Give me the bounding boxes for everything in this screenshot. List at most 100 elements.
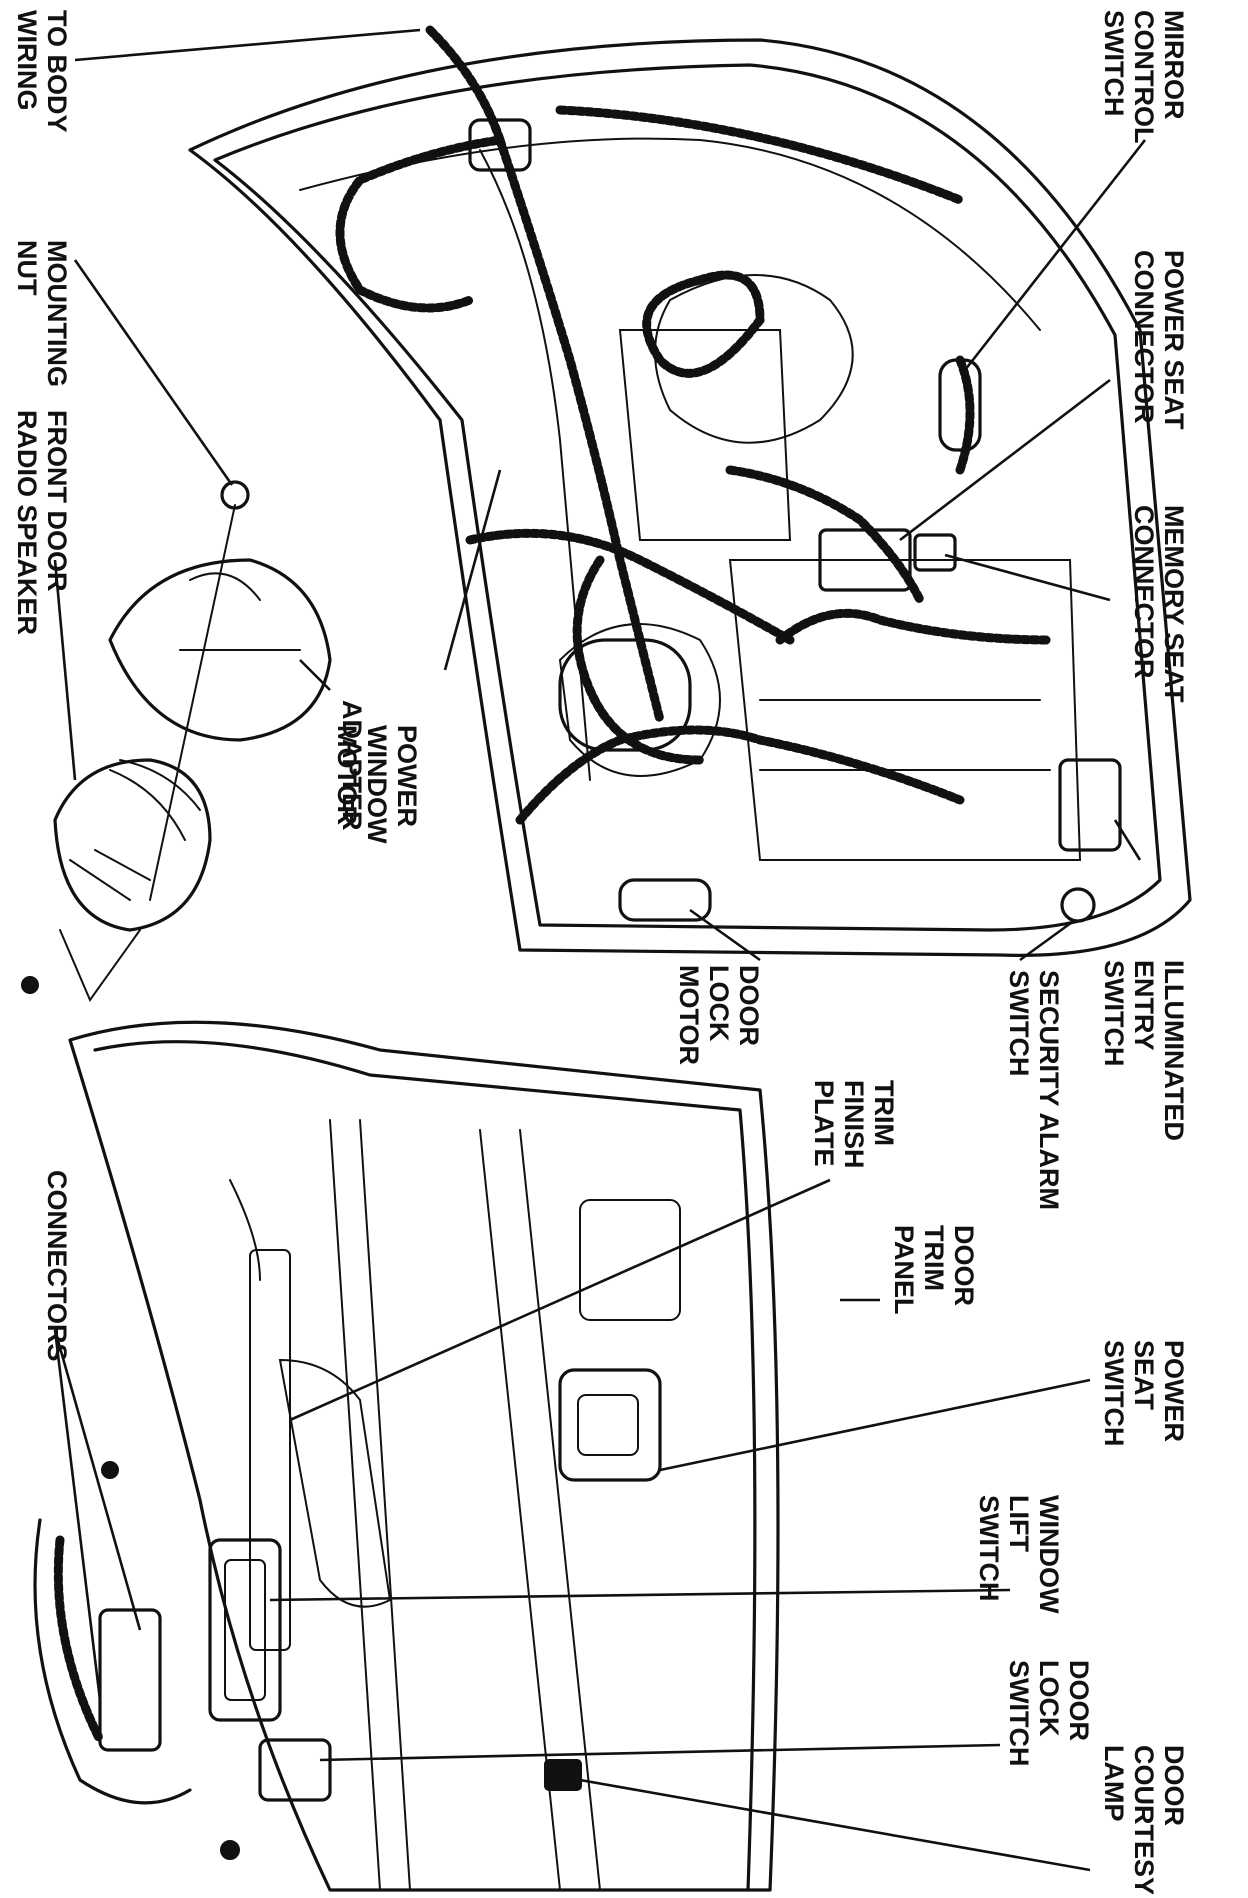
label-power-window-motor: POWER WINDOW MOTOR [332, 725, 422, 844]
svg-text:PANEL: PANEL [889, 1225, 919, 1315]
label-line: POWER [1159, 1340, 1189, 1442]
door-trim-panel-drawing [33, 1020, 780, 1892]
door-lock-switch-bezel [258, 1738, 332, 1802]
security-alarm-switch-body [1060, 887, 1096, 923]
window-lift-switch-bezel [208, 1538, 282, 1722]
label-line: MOUNTING [42, 240, 72, 387]
label-line: ADAPTER [337, 700, 367, 831]
label-memory-seat-connector: MEMORY SEAT CONNECTOR [1129, 505, 1189, 703]
svg-text:FRONT DOOR: FRONT DOOR [42, 410, 72, 592]
svg-text:WINDOW: WINDOW [1034, 1495, 1064, 1614]
svg-text:LIFT: LIFT [1004, 1495, 1034, 1552]
label-line: DOOR [734, 965, 764, 1046]
label-door-lock-motor: DOOR LOCK MOTOR [674, 965, 764, 1065]
svg-text:TO BODY: TO BODY [42, 10, 72, 133]
label-line: WIRING [12, 10, 42, 111]
svg-text:POWER: POWER [392, 725, 422, 827]
svg-text:CONTROL: CONTROL [1129, 10, 1159, 143]
svg-text:LOCK: LOCK [704, 965, 734, 1042]
label-line: SWITCH [1099, 960, 1129, 1066]
svg-text:RADIO SPEAKER: RADIO SPEAKER [12, 410, 42, 635]
svg-text:SWITCH: SWITCH [1099, 1340, 1129, 1446]
label-line: WINDOW [1034, 1495, 1064, 1614]
svg-text:DOOR: DOOR [734, 965, 764, 1046]
door-lock-motor-body [618, 878, 712, 922]
label-line: TRIM [869, 1080, 899, 1146]
svg-text:SEAT: SEAT [1129, 1340, 1159, 1411]
label-line: POWER [392, 725, 422, 827]
svg-text:ENTRY: ENTRY [1129, 960, 1159, 1051]
svg-text:TRIM: TRIM [869, 1080, 899, 1146]
svg-text:SWITCH: SWITCH [1004, 1660, 1034, 1766]
label-adapter: ADAPTER [337, 700, 367, 831]
svg-text:MEMORY SEAT: MEMORY SEAT [1159, 505, 1189, 703]
svg-text:ADAPTER: ADAPTER [337, 700, 367, 831]
power-seat-switch-bezel [558, 1368, 662, 1482]
svg-text:CONNECTORS: CONNECTORS [42, 1170, 72, 1362]
label-line: MOTOR [332, 725, 362, 825]
label-mounting-nut: MOUNTING NUT [12, 240, 72, 387]
label-line: MEMORY SEAT [1159, 505, 1189, 703]
label-door-lock-switch: DOOR LOCK SWITCH [1004, 1660, 1094, 1766]
label-line: LOCK [704, 965, 734, 1042]
label-line: WINDOW [362, 725, 392, 844]
label-line: ENTRY [1129, 960, 1159, 1051]
svg-text:LOCK: LOCK [1034, 1660, 1064, 1737]
svg-text:POWER SEAT: POWER SEAT [1159, 250, 1189, 430]
label-line: SWITCH [1099, 10, 1129, 116]
leader-lines [53, 28, 1147, 1872]
label-door-courtesy-lamp: DOOR COURTESY LAMP [1099, 1745, 1189, 1895]
door-courtesy-lamp-lens [544, 1759, 582, 1791]
label-line: SEAT [1129, 1340, 1159, 1411]
label-line: SWITCH [1099, 1340, 1129, 1446]
power-seat-connector-block [818, 528, 912, 592]
label-line: TO BODY [42, 10, 72, 133]
label-line: PLATE [809, 1080, 839, 1167]
label-line: ILLUMINATED [1159, 960, 1189, 1141]
illuminated-entry-switch-body [1058, 758, 1122, 852]
svg-text:SWITCH: SWITCH [1099, 10, 1129, 116]
svg-text:DOOR: DOOR [949, 1225, 979, 1306]
svg-text:COURTESY: COURTESY [1129, 1745, 1159, 1895]
svg-text:SWITCH: SWITCH [1099, 960, 1129, 1066]
body-wiring-grommet [468, 118, 532, 172]
label-line: DOOR [949, 1225, 979, 1306]
label-mirror-control-switch: MIRROR CONTROL SWITCH [1099, 10, 1189, 143]
svg-text:PLATE: PLATE [809, 1080, 839, 1167]
label-line: RADIO SPEAKER [12, 410, 42, 635]
svg-text:LAMP: LAMP [1099, 1745, 1129, 1822]
label-line: CONTROL [1129, 10, 1159, 143]
svg-text:TRIM: TRIM [919, 1225, 949, 1291]
memory-seat-connector-block [913, 533, 957, 572]
label-line: POWER SEAT [1159, 250, 1189, 430]
adapter [108, 558, 332, 742]
svg-text:MIRROR: MIRROR [1159, 10, 1189, 120]
door-inner-frame [188, 38, 1192, 957]
label-security-alarm-switch: SECURITY ALARM SWITCH [1004, 970, 1064, 1210]
label-line: SWITCH [974, 1495, 1004, 1601]
svg-text:DOOR: DOOR [1064, 1660, 1094, 1741]
label-line: CONNECTORS [42, 1170, 72, 1362]
speaker-assembly [21, 480, 332, 1003]
label-line: NUT [12, 240, 42, 296]
label-line: FRONT DOOR [42, 410, 72, 592]
svg-text:SWITCH: SWITCH [974, 1495, 1004, 1601]
svg-text:POWER: POWER [1159, 1340, 1189, 1442]
svg-text:WIRING: WIRING [12, 10, 42, 111]
label-line: TRIM [919, 1225, 949, 1291]
label-line: DOOR [1064, 1660, 1094, 1741]
svg-text:ILLUMINATED: ILLUMINATED [1159, 960, 1189, 1141]
label-to-body-wiring: TO BODY WIRING [12, 10, 72, 133]
svg-text:SECURITY ALARM: SECURITY ALARM [1034, 970, 1064, 1210]
label-door-trim-panel: DOOR TRIM PANEL [889, 1225, 979, 1315]
svg-text:NUT: NUT [12, 240, 42, 296]
mirror-control-switch-body [938, 358, 982, 452]
svg-text:MOUNTING: MOUNTING [42, 240, 72, 387]
svg-text:FINISH: FINISH [839, 1080, 869, 1169]
svg-text:MOTOR: MOTOR [674, 965, 704, 1065]
label-line: DOOR [1159, 1745, 1189, 1826]
label-line: FINISH [839, 1080, 869, 1169]
label-power-seat-switch: POWER SEAT SWITCH [1099, 1340, 1189, 1446]
svg-text:MOTOR: MOTOR [332, 725, 362, 825]
connector-block [98, 1608, 162, 1752]
